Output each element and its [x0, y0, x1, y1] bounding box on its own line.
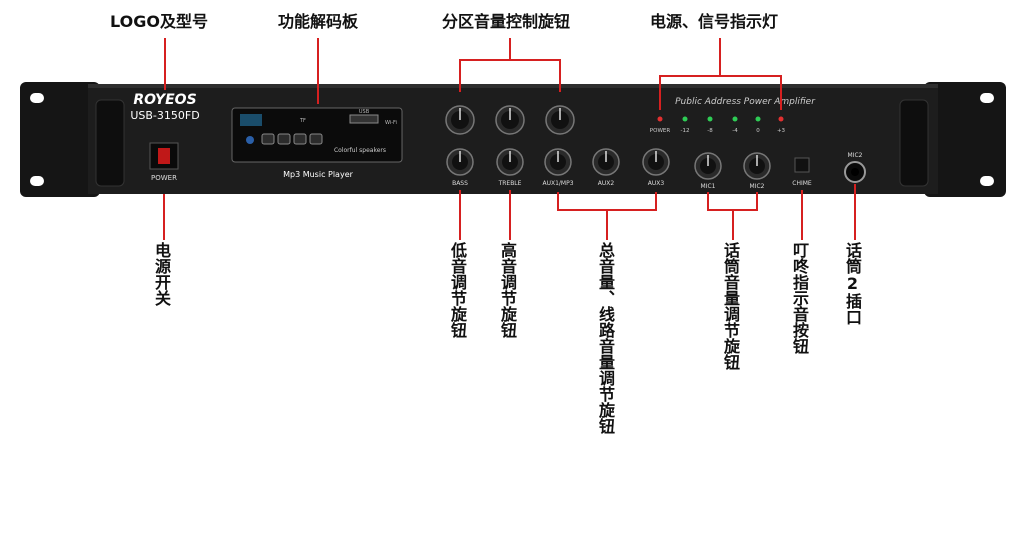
zone-volume-knob[interactable] — [445, 105, 475, 135]
meter-led — [778, 116, 784, 122]
callout-lines — [163, 38, 856, 240]
decoder-display — [240, 114, 262, 126]
rack-hole — [30, 93, 44, 103]
decoder-button[interactable] — [261, 133, 275, 145]
meter-label: POWER — [650, 128, 671, 134]
chime-label: CHIME — [792, 180, 812, 187]
treble-knob-callout: 高音调节旋钮 — [498, 242, 517, 338]
zone-volume-knob[interactable] — [495, 105, 525, 135]
tf-label: TF — [299, 118, 306, 124]
mic2-jack-callout: 话筒2插口 — [843, 242, 862, 325]
meter-label: +3 — [777, 128, 786, 134]
bass-label: BASS — [452, 180, 468, 187]
right-handle — [899, 99, 929, 187]
mic2-jack-label: MIC2 — [848, 152, 863, 159]
decoder-button[interactable] — [309, 133, 323, 145]
zone-volume-knob[interactable] — [545, 105, 575, 135]
meter-label: -4 — [732, 128, 738, 134]
master-line-knob-callout: 总音量、线路音量调节旋钮 — [596, 242, 615, 434]
meter-led — [732, 116, 738, 122]
wifi-label: Wi-Fi — [385, 120, 397, 126]
rack-hole — [980, 176, 994, 186]
mic1-label: MIC1 — [701, 183, 716, 190]
decoder-button[interactable] — [277, 133, 291, 145]
mic1-knob[interactable] — [694, 152, 722, 180]
usb-label: USB — [359, 109, 370, 115]
rack-hole — [980, 93, 994, 103]
logo-model-label: LOGO及型号 — [110, 12, 208, 31]
meter-led — [682, 116, 688, 122]
mic-knob-callout: 话筒音量调节旋钮 — [721, 242, 740, 370]
power-switch-callout: 电源开关 — [152, 242, 171, 306]
aux1-mp3-knob[interactable] — [544, 148, 572, 176]
meter-label: -12 — [681, 128, 690, 134]
power-switch-label: POWER — [151, 174, 177, 182]
model-number: USB-3150FD — [130, 109, 199, 122]
amplifier-title: Public Address Power Amplifier — [675, 97, 816, 107]
chime-button-callout: 叮咚指示音按钮 — [790, 242, 809, 354]
aux3-label: AUX3 — [648, 180, 665, 187]
meter-led — [755, 116, 761, 122]
aux3-knob[interactable] — [642, 148, 670, 176]
chime-button[interactable] — [794, 157, 810, 173]
left-rack-ear — [20, 82, 100, 197]
left-handle — [95, 99, 125, 187]
power-switch-rocker — [158, 148, 170, 164]
aux2-label: AUX2 — [598, 180, 615, 187]
treble-label: TREBLE — [498, 180, 522, 187]
aux1-label: AUX1/MP3 — [542, 180, 573, 187]
decoder-button[interactable] — [293, 133, 307, 145]
rack-hole — [30, 176, 44, 186]
treble-knob[interactable] — [496, 148, 524, 176]
aux2-knob[interactable] — [592, 148, 620, 176]
mic2-knob[interactable] — [743, 152, 771, 180]
bluetooth-icon — [246, 136, 254, 144]
decoder-board-label: 功能解码板 — [278, 12, 359, 31]
meter-label: -8 — [707, 128, 713, 134]
bass-knob[interactable] — [446, 148, 474, 176]
colorful-speakers-label: Colorful speakers — [334, 147, 386, 154]
bass-knob-callout: 低音调节旋钮 — [448, 242, 467, 338]
zone-volume-label: 分区音量控制旋钮 — [442, 12, 571, 31]
panel-body — [88, 84, 938, 194]
indicators-label: 电源、信号指示灯 — [650, 12, 779, 31]
brand-logo: ROYEOS — [133, 92, 196, 108]
usb-port[interactable] — [349, 114, 379, 124]
right-rack-ear — [924, 82, 1006, 197]
power-led — [657, 116, 663, 122]
meter-label: 0 — [756, 128, 760, 134]
mp3-player-label: Mp3 Music Player — [283, 170, 354, 179]
mic2-knob-label: MIC2 — [750, 183, 765, 190]
meter-led — [707, 116, 713, 122]
